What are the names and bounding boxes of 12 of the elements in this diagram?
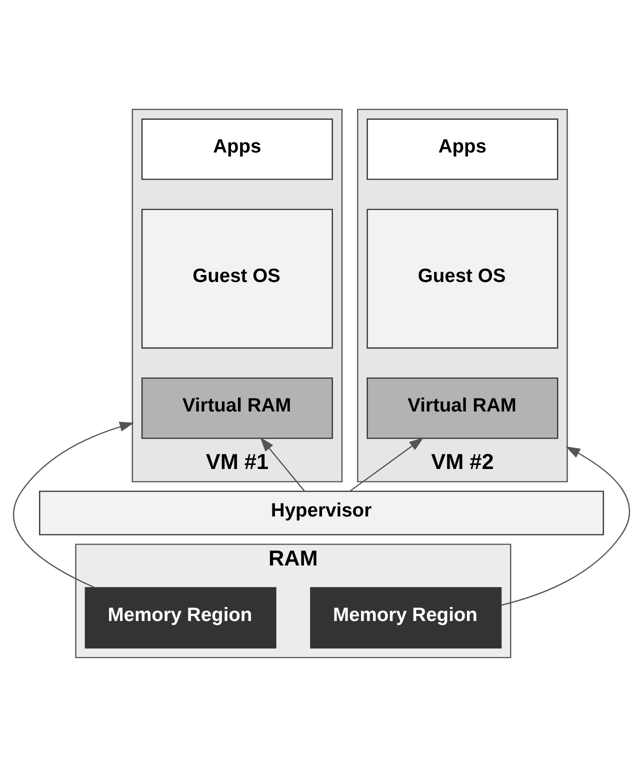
node-box: Virtual RAM [141, 376, 333, 438]
node-box: Memory Region [310, 586, 502, 648]
node-box: Virtual RAM [366, 376, 558, 438]
node-box: Apps [141, 118, 333, 180]
node-box: Guest OS [366, 208, 558, 348]
node-box: Apps [366, 118, 558, 180]
arrow [260, 436, 305, 491]
node-box: Memory Region [84, 586, 276, 648]
arrow [501, 446, 630, 606]
arrow [13, 421, 134, 588]
node-box: Guest OS [141, 208, 333, 348]
node-box: Hypervisor [39, 490, 604, 535]
